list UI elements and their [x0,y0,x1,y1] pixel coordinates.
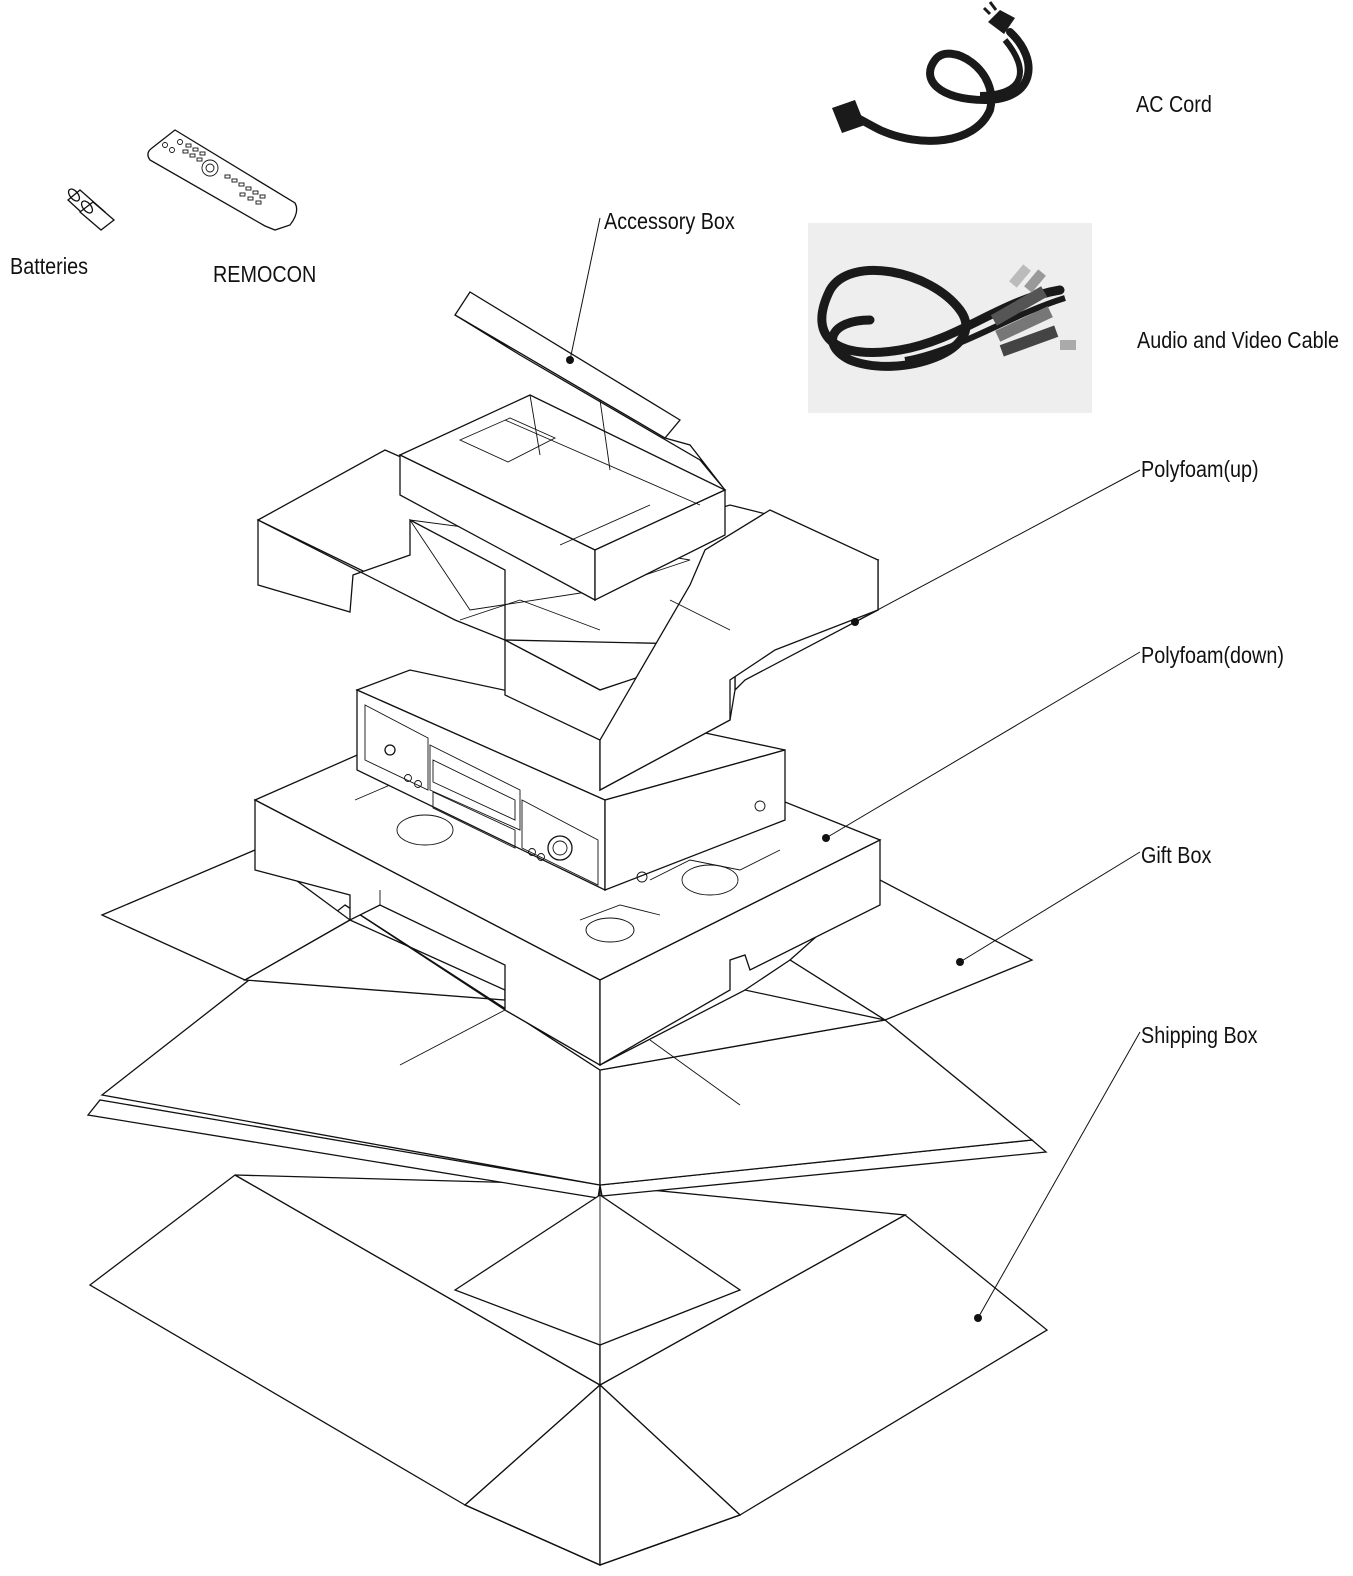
label-av-cable: Audio and Video Cable [1137,327,1339,353]
label-shipping-box: Shipping Box [1141,1022,1258,1048]
accessory-box [398,291,727,602]
gift-box [86,849,1048,1346]
label-accessory-box: Accessory Box [604,208,735,234]
label-gift-box: Gift Box [1141,842,1212,868]
rca-plugs [990,264,1076,357]
batteries-icon [67,188,116,231]
av-cable-photo [808,223,1092,413]
ac-cord-photo [832,1,1033,145]
leader-lines [566,217,1141,1322]
label-remocon: REMOCON [213,261,317,287]
label-batteries: Batteries [10,253,89,279]
dvd-player [355,669,786,892]
label-polyfoam-down: Polyfoam(down) [1141,642,1284,668]
shipping-box [88,1174,1049,1567]
label-ac-cord: AC Cord [1136,91,1212,117]
remote-control-icon [147,129,298,231]
label-polyfoam-up: Polyfoam(up) [1141,456,1259,482]
